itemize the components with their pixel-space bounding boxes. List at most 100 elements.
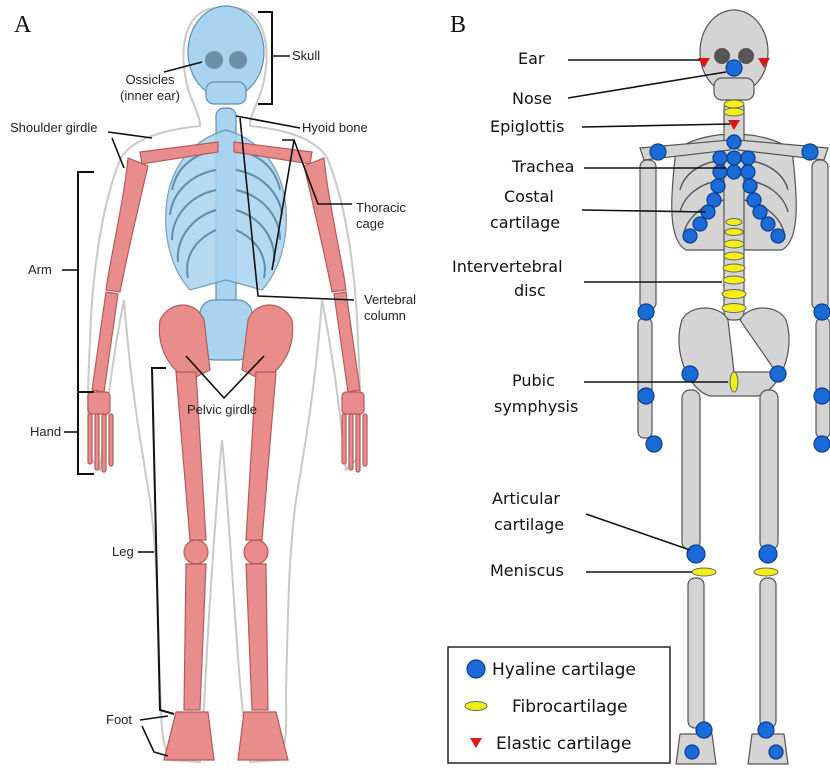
hand-right-a <box>342 392 367 472</box>
panel-a: A <box>10 6 416 762</box>
hyaline-dot-knee-left <box>687 545 705 563</box>
legend-elastic-label: Elastic cartilage <box>496 734 631 754</box>
hyaline-dot <box>743 179 757 193</box>
label-ossicles-1: Ossicles <box>125 72 175 87</box>
hyaline-dot <box>683 229 697 243</box>
label-articular-2: cartilage <box>494 515 564 534</box>
hyaline-dot-hand-right <box>814 436 830 452</box>
label-hand: Hand <box>30 424 61 439</box>
foot-left-a <box>164 712 214 760</box>
hyaline-dot <box>693 217 707 231</box>
hyaline-dot-elbow-right <box>814 304 830 320</box>
label-meniscus: Meniscus <box>490 561 564 580</box>
hyaline-dot <box>741 165 755 179</box>
hyaline-dot <box>727 165 741 179</box>
hyaline-dot <box>761 217 775 231</box>
label-vertebral-2: column <box>364 308 406 323</box>
fibro-meniscus-left <box>692 568 716 576</box>
fibro-disc <box>723 264 745 272</box>
label-shoulder-girdle: Shoulder girdle <box>10 120 97 135</box>
fibro-disc <box>724 108 744 116</box>
hyaline-dot <box>741 151 755 165</box>
femur-left-a <box>176 372 206 540</box>
fibro-disc <box>725 229 743 236</box>
label-hyoid: Hyoid bone <box>302 120 368 135</box>
pelvis-left-a <box>159 305 210 380</box>
fibro-disc <box>722 290 746 299</box>
eye-socket-right-b <box>738 48 754 64</box>
jaw-a <box>206 82 246 104</box>
hyaline-dot <box>727 151 741 165</box>
label-pubic-1: Pubic <box>512 371 555 390</box>
hyaline-dot-ankle-left <box>696 722 712 738</box>
hyaline-dot <box>713 165 727 179</box>
hyaline-dot-foot-left <box>685 745 699 759</box>
legend: Hyaline cartilage Fibrocartilage Elastic… <box>448 647 670 763</box>
hyaline-dot-hip-left <box>682 366 698 382</box>
fibro-disc <box>722 304 746 313</box>
hyaline-dot-knee-right <box>759 545 777 563</box>
label-thoracic-1: Thoracic <box>356 200 406 215</box>
fibro-pubic-symphysis <box>730 372 738 392</box>
tibia-left-b <box>688 578 704 728</box>
label-trachea: Trachea <box>511 157 574 176</box>
hyaline-dot <box>802 144 818 160</box>
femur-left-b <box>682 390 700 550</box>
spine-b <box>724 100 744 320</box>
hyaline-dot <box>727 135 741 149</box>
label-intervertebral-1: Intervertebral <box>452 257 563 276</box>
label-leg: Leg <box>112 544 134 559</box>
fibro-disc <box>726 219 742 226</box>
femur-right-a <box>246 372 276 540</box>
fibro-disc <box>724 100 744 108</box>
label-epiglottis: Epiglottis <box>490 117 564 136</box>
legend-fibro-swatch <box>465 702 487 711</box>
label-arm: Arm <box>28 262 52 277</box>
epiglottis-leader <box>582 124 730 127</box>
label-costal-1: Costal <box>504 187 554 206</box>
label-pelvic-girdle: Pelvic girdle <box>187 402 257 417</box>
eye-socket-right-a <box>229 51 247 69</box>
humerus-right-a <box>304 158 346 292</box>
label-skull: Skull <box>292 48 320 63</box>
articular-leader <box>586 514 690 550</box>
fibro-disc <box>724 252 744 260</box>
label-costal-2: cartilage <box>490 213 560 232</box>
forearm-right-b <box>816 318 830 438</box>
label-ossicles-2: (inner ear) <box>120 88 180 103</box>
label-pubic-2: symphysis <box>494 397 578 416</box>
pelvis-right-a <box>242 305 293 380</box>
panel-b: B <box>448 10 830 764</box>
hyoid-leader <box>236 116 300 128</box>
label-vertebral-1: Vertebral <box>364 292 416 307</box>
femur-right-b <box>760 390 778 550</box>
legend-hyaline-swatch <box>467 660 485 678</box>
eye-socket-left-b <box>714 48 730 64</box>
label-articular-1: Articular <box>492 489 560 508</box>
arm-bracket <box>78 172 94 392</box>
humerus-left-a <box>106 158 148 292</box>
legend-hyaline-label: Hyaline cartilage <box>492 660 636 680</box>
humerus-right-b <box>812 160 828 310</box>
label-nose: Nose <box>512 89 552 108</box>
panel-a-letter: A <box>14 12 32 38</box>
hyaline-dot-nose <box>726 60 742 76</box>
hyaline-dot-foot-right <box>769 745 783 759</box>
humerus-left-b <box>640 160 656 310</box>
patella-right-a <box>244 540 268 564</box>
hyaline-dot <box>753 205 767 219</box>
foot-right-a <box>238 712 288 760</box>
eye-socket-left-a <box>205 51 223 69</box>
label-intervertebral-2: disc <box>514 281 546 300</box>
panel-b-letter: B <box>450 12 466 38</box>
label-ear: Ear <box>518 49 545 68</box>
hyaline-dot <box>650 144 666 160</box>
hyaline-dot-elbow-left <box>638 304 654 320</box>
label-foot: Foot <box>106 712 132 727</box>
hyaline-dot-hand-left <box>646 436 662 452</box>
forearm-left-a <box>92 292 118 392</box>
fibro-meniscus-right <box>754 568 778 576</box>
hyaline-dot-wrist-right <box>814 388 830 404</box>
legend-fibro-label: Fibrocartilage <box>512 697 628 717</box>
